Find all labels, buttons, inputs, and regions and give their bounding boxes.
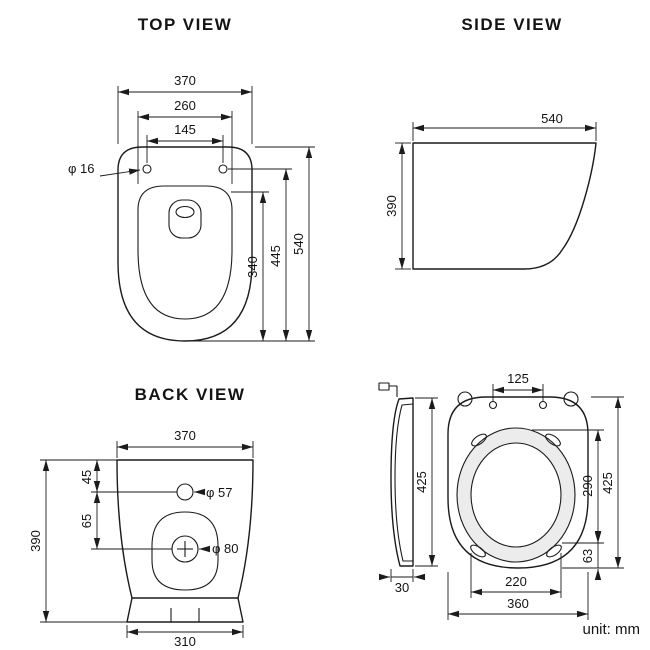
dim-back-height-390: 390: [28, 459, 127, 623]
dim-seat-bumper-offset-63: 63: [580, 531, 602, 580]
dim-label-125: 125: [507, 371, 529, 386]
seat-profile-outline: [390, 397, 414, 567]
flush-valve-outline: [168, 199, 202, 239]
dim-label-425-lid: 425: [600, 472, 615, 494]
dim-seat-overall-width-360: 360: [447, 572, 589, 620]
bumper-slot-bottom-left: [470, 544, 486, 558]
dim-label-220: 220: [505, 574, 527, 589]
dim-label-540-side: 540: [541, 111, 563, 126]
leader-hole-diameter-57: φ 57: [194, 485, 233, 500]
back-view: BACK VIEW 370 390 45: [28, 385, 254, 649]
dim-seat-thickness-30: 30: [379, 569, 425, 595]
dim-label-540-top: 540: [291, 233, 306, 255]
dim-label-145: 145: [174, 122, 196, 137]
seat-ring-opening: [470, 442, 562, 548]
top-view-title: TOP VIEW: [138, 15, 233, 34]
side-view-title: SIDE VIEW: [461, 15, 562, 34]
dim-seat-hinge-spacing-125: 125: [492, 371, 544, 401]
bumper-slot-top-left: [471, 433, 487, 447]
dim-back-base-310: 310: [126, 625, 244, 649]
dim-top-seat-width-260: 260: [137, 98, 233, 184]
top-view: TOP VIEW 370 260 145: [68, 15, 315, 342]
back-view-title: BACK VIEW: [135, 385, 246, 404]
dim-back-width-370: 370: [116, 428, 254, 458]
seat-profile-object: [378, 382, 414, 567]
dim-seat-opening-width-220: 220: [470, 553, 562, 598]
dim-label-390-side: 390: [384, 195, 399, 217]
dim-label-phi16: φ 16: [68, 161, 95, 176]
seat-view: 425 30 125: [378, 371, 624, 620]
dim-label-425-profile: 425: [414, 471, 429, 493]
dim-label-370-top: 370: [174, 73, 196, 88]
side-profile-outline: [412, 142, 597, 270]
dim-label-63: 63: [580, 549, 595, 563]
dim-seat-ring-length-290: 290: [532, 429, 604, 544]
dim-label-30: 30: [395, 580, 409, 595]
side-view: SIDE VIEW 540 390: [384, 15, 597, 270]
dim-label-phi80: φ 80: [212, 541, 239, 556]
seat-opening-outline: [137, 185, 233, 320]
dim-label-290: 290: [580, 475, 595, 497]
hinge-bolt-right: [538, 400, 548, 410]
bumper-slot-bottom-right: [546, 544, 562, 558]
dim-back-gap-65: 65: [79, 492, 172, 550]
dim-side-depth-540: 540: [412, 111, 597, 141]
seat-profile-inner-line: [394, 403, 414, 562]
dim-label-360: 360: [507, 596, 529, 611]
dim-side-height-390: 390: [384, 142, 411, 270]
dim-seat-profile-height-425: 425: [414, 397, 438, 567]
leader-hole-diameter-16: φ 16: [68, 161, 141, 177]
dim-label-phi57: φ 57: [206, 485, 233, 500]
back-base-outline: [126, 597, 244, 623]
back-view-object: [116, 459, 254, 623]
dim-top-depth-445: 445: [228, 168, 292, 341]
seat-lid-object: [447, 391, 589, 569]
mount-hole-left: [142, 164, 152, 174]
dim-label-390-back: 390: [28, 530, 43, 552]
dim-label-65: 65: [79, 514, 94, 528]
dim-back-offset-45: 45: [79, 460, 177, 493]
dim-top-depth-540: 540: [190, 146, 315, 342]
dim-top-hole-spacing-145: 145: [146, 122, 224, 163]
dim-label-340: 340: [245, 256, 260, 278]
bumper-slot-top-right: [545, 433, 561, 447]
top-view-object: [117, 146, 253, 342]
trapway-cover-outline: [151, 511, 219, 591]
hinge-cap-left: [457, 391, 473, 407]
hinge-bolt-left: [488, 400, 498, 410]
mount-hole-right: [218, 164, 228, 174]
dim-top-width-370: 370: [117, 73, 253, 144]
leader-hole-diameter-80: φ 80: [199, 541, 239, 556]
dim-label-445: 445: [268, 245, 283, 267]
flush-valve-jet: [175, 205, 195, 219]
dim-label-370-back: 370: [174, 428, 196, 443]
fixing-bolt-stem: [389, 385, 398, 397]
hinge-cap-right: [563, 391, 579, 407]
unit-label: unit: mm: [582, 621, 640, 638]
dim-label-260: 260: [174, 98, 196, 113]
bowl-outline: [117, 146, 253, 342]
dim-seat-lid-length-425: 425: [562, 396, 624, 569]
dim-top-depth-340: 340: [231, 191, 269, 341]
dim-label-45: 45: [79, 470, 94, 484]
dim-label-310: 310: [174, 634, 196, 649]
